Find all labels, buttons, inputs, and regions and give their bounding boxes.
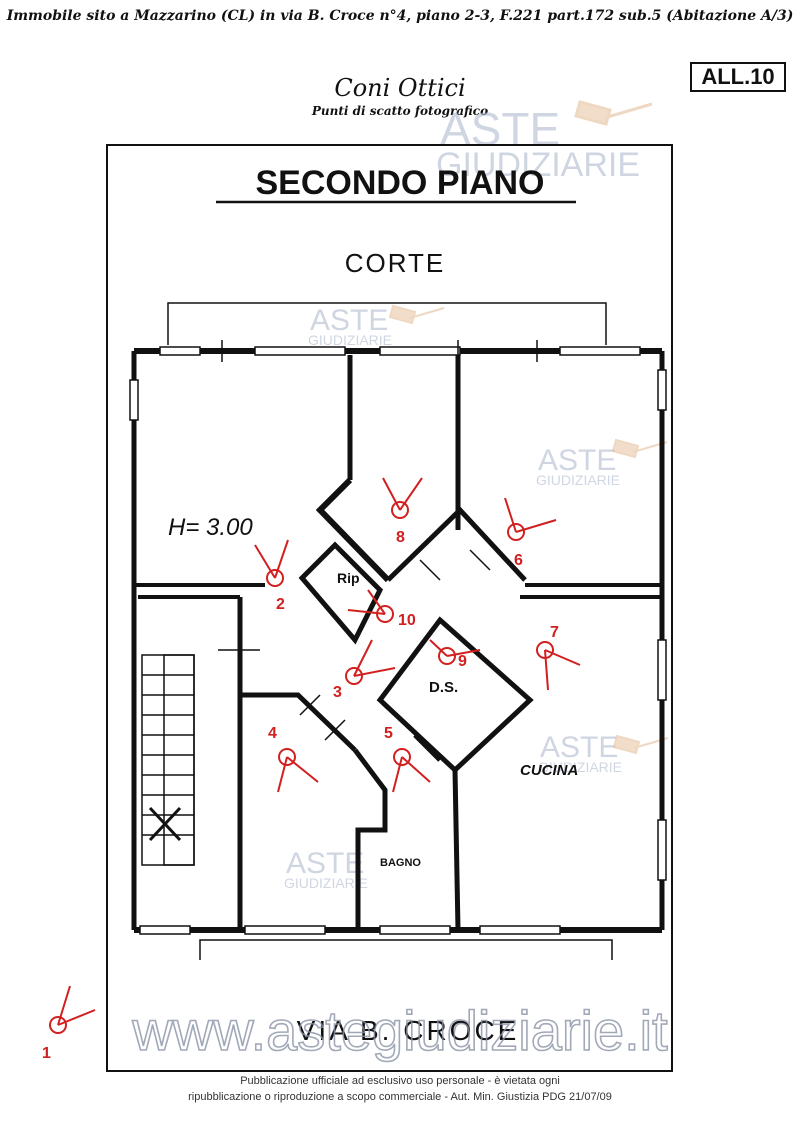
watermark-logo-c: ASTE — [540, 731, 618, 764]
camera-point-4-label: 4 — [268, 725, 277, 742]
watermark-logo-a: ASTE — [310, 304, 388, 337]
camera-point-6-label: 6 — [514, 552, 523, 569]
room-label-rip: Rip — [337, 570, 360, 586]
camera-point-10-label: 10 — [398, 612, 416, 629]
footer-line-1: Pubblicazione ufficiale ad esclusivo uso… — [240, 1075, 560, 1087]
plan-frame — [106, 144, 673, 1072]
watermark-logo-b-sub: GIUDIZIARIE — [536, 472, 620, 488]
camera-point-2-label: 2 — [276, 596, 285, 613]
watermark-logo-b: ASTE — [538, 444, 616, 477]
staircase — [141, 654, 195, 866]
watermark-logo-a-sub: GIUDIZIARIE — [308, 332, 392, 348]
camera-points — [49, 477, 581, 1034]
camera-point-9-label: 9 — [458, 653, 467, 670]
courtyard-label: CORTE — [345, 248, 446, 278]
watermark-logo-d: ASTE — [286, 847, 364, 880]
room-label-kitchen: CUCINA — [520, 762, 578, 779]
document-subtitle: Punti di scatto fotografico — [311, 104, 489, 118]
camera-point-7-label: 7 — [550, 624, 559, 641]
footer-line-2: ripubblicazione o riproduzione a scopo c… — [188, 1091, 612, 1103]
camera-point-3-label: 3 — [333, 684, 342, 701]
document-title: Coni Ottici — [334, 74, 466, 102]
camera-point-8-label: 8 — [396, 529, 405, 546]
watermark-brand-bottom: GIUDIZIARIE — [436, 146, 640, 184]
watermark-logo-c-sub: GIUDIZIARIE — [538, 759, 622, 775]
floor-title: SECONDO PIANO — [255, 164, 544, 202]
document-caption: Immobile sito a Mazzarino (CL) in via B.… — [6, 8, 794, 24]
camera-point-1-label: 1 — [42, 1045, 51, 1062]
building-walls — [129, 340, 667, 935]
watermark-logos: ASTE GIUDIZIARIE ASTE GIUDIZIARIE ASTE G… — [284, 100, 669, 891]
watermark-url: www.astegiudiziarie.it — [131, 999, 668, 1062]
attachment-tag: ALL.10 — [690, 62, 786, 92]
watermark-logo-d-sub: GIUDIZIARIE — [284, 875, 368, 891]
height-label: H= 3.00 — [168, 514, 253, 541]
camera-point-labels: 1 2 3 4 5 6 7 8 9 10 — [42, 529, 559, 1062]
street-label: VIA B. CROCE — [297, 1015, 520, 1046]
camera-point-5-label: 5 — [384, 725, 393, 742]
watermark-brand-top: ASTE — [440, 103, 560, 155]
room-label-ds: D.S. — [429, 679, 458, 696]
room-label-bath: BAGNO — [380, 857, 421, 869]
